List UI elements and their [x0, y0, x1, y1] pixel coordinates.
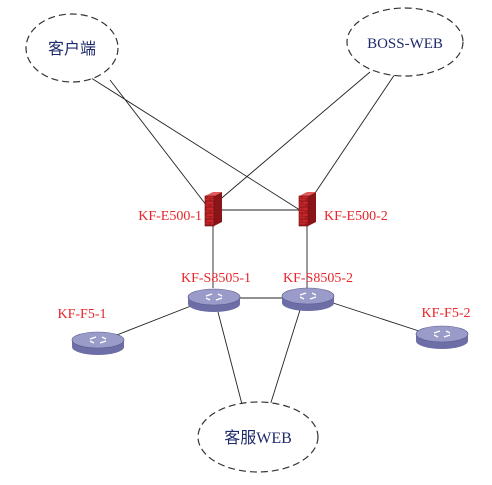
core-switch-2: KF-S8505-2 — [281, 271, 353, 311]
switch-icon — [281, 287, 335, 311]
boss-web-cloud-label: BOSS-WEB — [367, 36, 443, 52]
firewall-icon — [298, 192, 316, 227]
firewall-1: KF-E500-1 — [138, 192, 222, 227]
link-core2-access2 — [329, 301, 423, 333]
firewall-1-label: KF-E500-1 — [138, 209, 202, 224]
service-web-cloud: 客服WEB — [197, 401, 319, 473]
access-switch-1: KF-F5-1 — [57, 307, 125, 355]
access-switch-2: KF-F5-2 — [415, 306, 471, 349]
access-switch-2-label: KF-F5-2 — [421, 306, 470, 321]
link-core1-access1 — [103, 303, 197, 341]
core-switch-1-label: KF-S8505-1 — [181, 271, 251, 286]
client-cloud: 客户端 — [25, 13, 119, 83]
boss-web-cloud: BOSS-WEB — [346, 7, 464, 77]
switch-icon — [71, 331, 125, 355]
access-switch-1-label: KF-F5-1 — [57, 307, 106, 322]
firewall-icon — [204, 192, 222, 227]
core-switch-2-label: KF-S8505-2 — [283, 271, 353, 286]
link-boss-fw2 — [304, 73, 396, 209]
firewall-2: KF-E500-2 — [298, 192, 388, 227]
client-cloud-label: 客户端 — [48, 40, 96, 58]
core-switch-1: KF-S8505-1 — [181, 271, 251, 312]
switch-icon — [415, 325, 469, 349]
link-client-fw1 — [109, 79, 211, 211]
link-core2-serviceweb — [267, 309, 301, 413]
firewall-2-label: KF-E500-2 — [324, 209, 388, 224]
connection-lines — [87, 71, 423, 413]
link-core1-serviceweb — [217, 311, 245, 413]
link-boss-fw1 — [209, 71, 371, 209]
service-web-cloud-label: 客服WEB — [224, 429, 292, 447]
switch-icon — [187, 288, 241, 312]
